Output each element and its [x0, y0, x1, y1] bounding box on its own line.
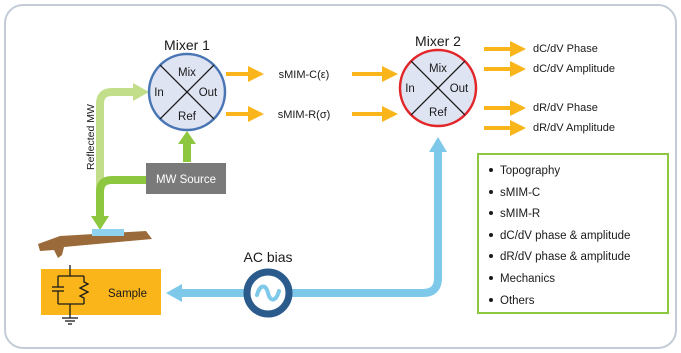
output-arrows — [484, 41, 526, 136]
capability-text: sMIM-R — [500, 208, 541, 221]
bullet-icon — [489, 254, 493, 259]
mw-source-box — [146, 163, 226, 194]
capability-item: Mechanics — [487, 269, 661, 291]
cantilever-probe — [38, 229, 152, 258]
mw-source-label: MW Source — [156, 174, 216, 186]
mixer2-ref-label: Ref — [429, 107, 448, 119]
reflected-mw-label: Reflected MW — [85, 104, 97, 170]
dc-phase-label: dC/dV Phase — [533, 43, 598, 55]
mixer2-mix-label: Mix — [429, 63, 447, 75]
dr-amplitude-label: dR/dV Amplitude — [533, 122, 615, 134]
capability-item: Others — [487, 291, 661, 313]
sample-label: Sample — [108, 288, 147, 300]
capability-item: dC/dV phase & amplitude — [487, 226, 661, 248]
capability-text: sMIM-C — [500, 186, 541, 199]
capability-text: Mechanics — [500, 272, 555, 285]
dr-phase-label: dR/dV Phase — [533, 102, 598, 114]
mixer2-out-label: Out — [450, 83, 469, 95]
mixer1-mix-label: Mix — [178, 67, 196, 79]
capability-text: dC/dV phase & amplitude — [500, 229, 631, 242]
bullet-icon — [489, 189, 493, 194]
bullet-icon — [489, 211, 493, 216]
mixer2-in-label: In — [405, 83, 415, 95]
bullet-icon — [489, 232, 493, 237]
capability-item: sMIM-R — [487, 204, 661, 226]
mixer2-title: Mixer 2 — [415, 33, 461, 49]
bullet-icon — [489, 167, 493, 172]
mixer1-in-label: In — [154, 87, 164, 99]
ac-bias-path — [166, 137, 447, 302]
capability-item: dR/dV phase & amplitude — [487, 247, 661, 269]
capability-text: dR/dV phase & amplitude — [500, 251, 631, 264]
signal-arrows — [226, 66, 398, 122]
capability-text: Others — [500, 294, 535, 307]
sample-box — [41, 269, 161, 315]
capability-item: sMIM-C — [487, 183, 661, 205]
ac-bias-source-icon — [243, 268, 293, 318]
reflected-mw-path — [91, 83, 196, 230]
capabilities-box: Topography sMIM-C sMIM-R dC/dV phase & a… — [477, 153, 669, 314]
smim-r-label: sMIM-R(σ) — [278, 109, 331, 121]
mixer1-out-label: Out — [199, 87, 218, 99]
mixer-1 — [147, 52, 227, 132]
mixer1-ref-label: Ref — [178, 111, 197, 123]
bullet-icon — [489, 297, 493, 302]
smim-c-label: sMIM-C(ε) — [279, 69, 330, 81]
capabilities-list: Topography sMIM-C sMIM-R dC/dV phase & a… — [487, 161, 661, 312]
bullet-icon — [489, 275, 493, 280]
capability-text: Topography — [500, 165, 561, 177]
capability-item: Topography — [487, 161, 661, 183]
dc-amplitude-label: dC/dV Amplitude — [533, 63, 615, 75]
mixer-2 — [398, 48, 478, 128]
circuit-symbol-icon — [52, 265, 90, 325]
ac-bias-label: AC bias — [243, 249, 292, 265]
mixer1-title: Mixer 1 — [164, 37, 210, 53]
